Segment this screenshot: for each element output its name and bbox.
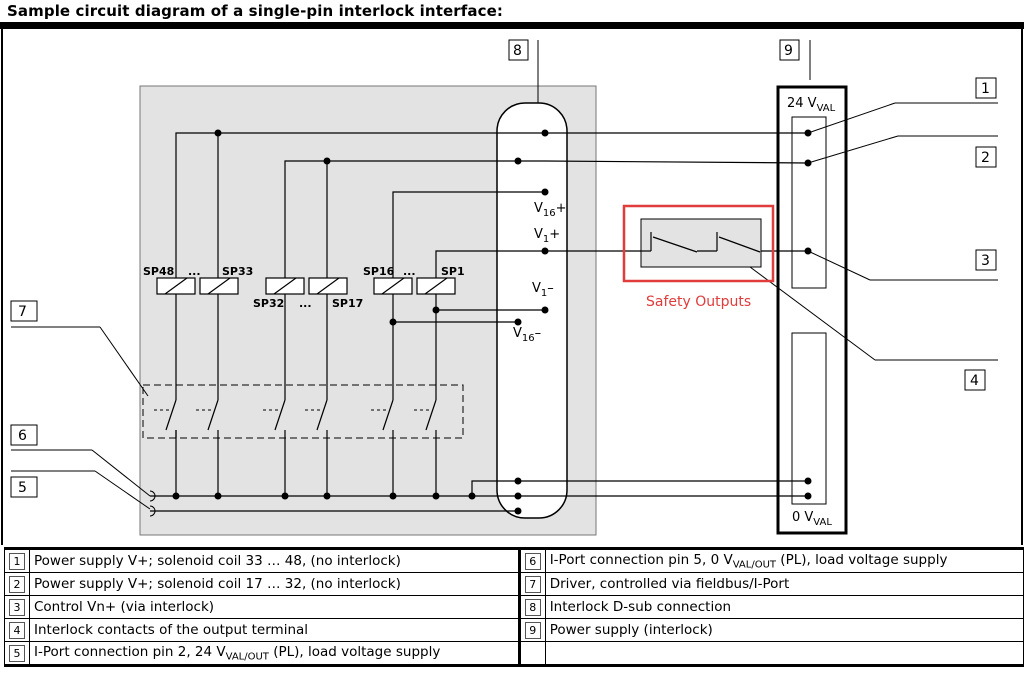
pin-label-v1plus: V1+ (534, 227, 560, 245)
legend-text: I-Port connection pin 2, 24 VVAL/OUT (PL… (29, 641, 520, 666)
coil-label-dots: ... (188, 265, 201, 278)
diagram-title: Sample circuit diagram of a single-pin i… (7, 2, 503, 20)
coil-label-dots: ... (299, 297, 312, 310)
pin-label-v1minus: V1– (532, 281, 554, 299)
legend-text: Power supply V+; solenoid coil 33 … 48, … (29, 548, 520, 573)
svg-text:5: 5 (18, 480, 27, 496)
legend-text: I-Port connection pin 5, 0 VVAL/OUT (PL)… (544, 548, 1024, 573)
junction-dots (172, 129, 812, 515)
legend-text: Interlock contacts of the output termina… (29, 618, 520, 642)
callout-3: 3 (975, 249, 997, 271)
callout-6: 6 (10, 424, 38, 446)
callout-5: 5 (10, 476, 38, 498)
legend-row: 5 I-Port connection pin 2, 24 VVAL/OUT (… (4, 641, 1024, 666)
svg-text:3: 3 (981, 253, 990, 269)
legend-num: 7 (524, 575, 541, 593)
legend-text: Control Vn+ (via interlock) (29, 595, 520, 619)
pin-label-v16plus: V16+ (534, 201, 567, 219)
coil-label-sp1: SP1 (441, 265, 465, 278)
svg-text:4: 4 (970, 373, 979, 389)
coil-label-sp48: SP48 (143, 265, 174, 278)
safety-outputs-highlight (622, 204, 775, 283)
legend-table: 1 Power supply V+; solenoid coil 33 … 48… (4, 547, 1024, 667)
terminal-bottom-label: 0 VVAL (792, 510, 832, 528)
legend-num: 5 (9, 644, 25, 662)
callout-4: 4 (964, 369, 986, 391)
legend-text: Interlock D-sub connection (544, 595, 1024, 619)
driver-switch-group (142, 384, 464, 439)
legend-text: Power supply V+; solenoid coil 17 … 32, … (29, 572, 520, 596)
legend-num: 3 (9, 598, 25, 616)
relay-coils (156, 277, 456, 295)
svg-text:9: 9 (784, 43, 793, 59)
callout-7: 7 (10, 300, 38, 322)
coil-label-sp17: SP17 (332, 297, 363, 310)
svg-text:8: 8 (513, 43, 522, 59)
legend-num: 6 (524, 552, 541, 570)
svg-text:6: 6 (18, 428, 27, 444)
safety-outputs-label: Safety Outputs (646, 294, 751, 310)
callout-1: 1 (975, 77, 997, 99)
legend-text: Power supply (interlock) (544, 618, 1024, 642)
legend-row: 1 Power supply V+; solenoid coil 33 … 48… (4, 548, 1024, 573)
safety-outputs-box-inner (640, 218, 762, 268)
legend-row: 2 Power supply V+; solenoid coil 17 … 32… (4, 572, 1024, 596)
legend-row: 4 Interlock contacts of the output termi… (4, 618, 1024, 642)
svg-text:7: 7 (18, 304, 27, 320)
svg-text:2: 2 (981, 150, 990, 166)
callout-9: 9 (779, 39, 800, 61)
legend-num: 4 (9, 621, 25, 639)
legend-num: 1 (9, 552, 25, 570)
callout-8: 8 (508, 39, 529, 61)
legend-text: Driver, controlled via fieldbus/I-Port (544, 572, 1024, 596)
coil-label-dots: ... (403, 265, 416, 278)
pin-label-v16minus: V16– (513, 326, 541, 344)
svg-text:1: 1 (981, 81, 990, 97)
legend-row: 3 Control Vn+ (via interlock) 8 Interloc… (4, 595, 1024, 619)
coil-label-sp32: SP32 (253, 297, 284, 310)
coil-label-sp16: SP16 (363, 265, 395, 278)
legend-num: 2 (9, 575, 25, 593)
legend-num: 8 (524, 598, 541, 616)
coil-label-sp33: SP33 (222, 265, 253, 278)
title-rule (0, 22, 1024, 29)
callout-2: 2 (975, 146, 997, 168)
legend-num: 9 (524, 621, 541, 639)
circuit-diagram: 24 VVAL 0 VVAL 8 9 1 2 3 4 7 6 5 (1, 29, 1023, 545)
terminal-top-label: 24 VVAL (787, 96, 836, 114)
